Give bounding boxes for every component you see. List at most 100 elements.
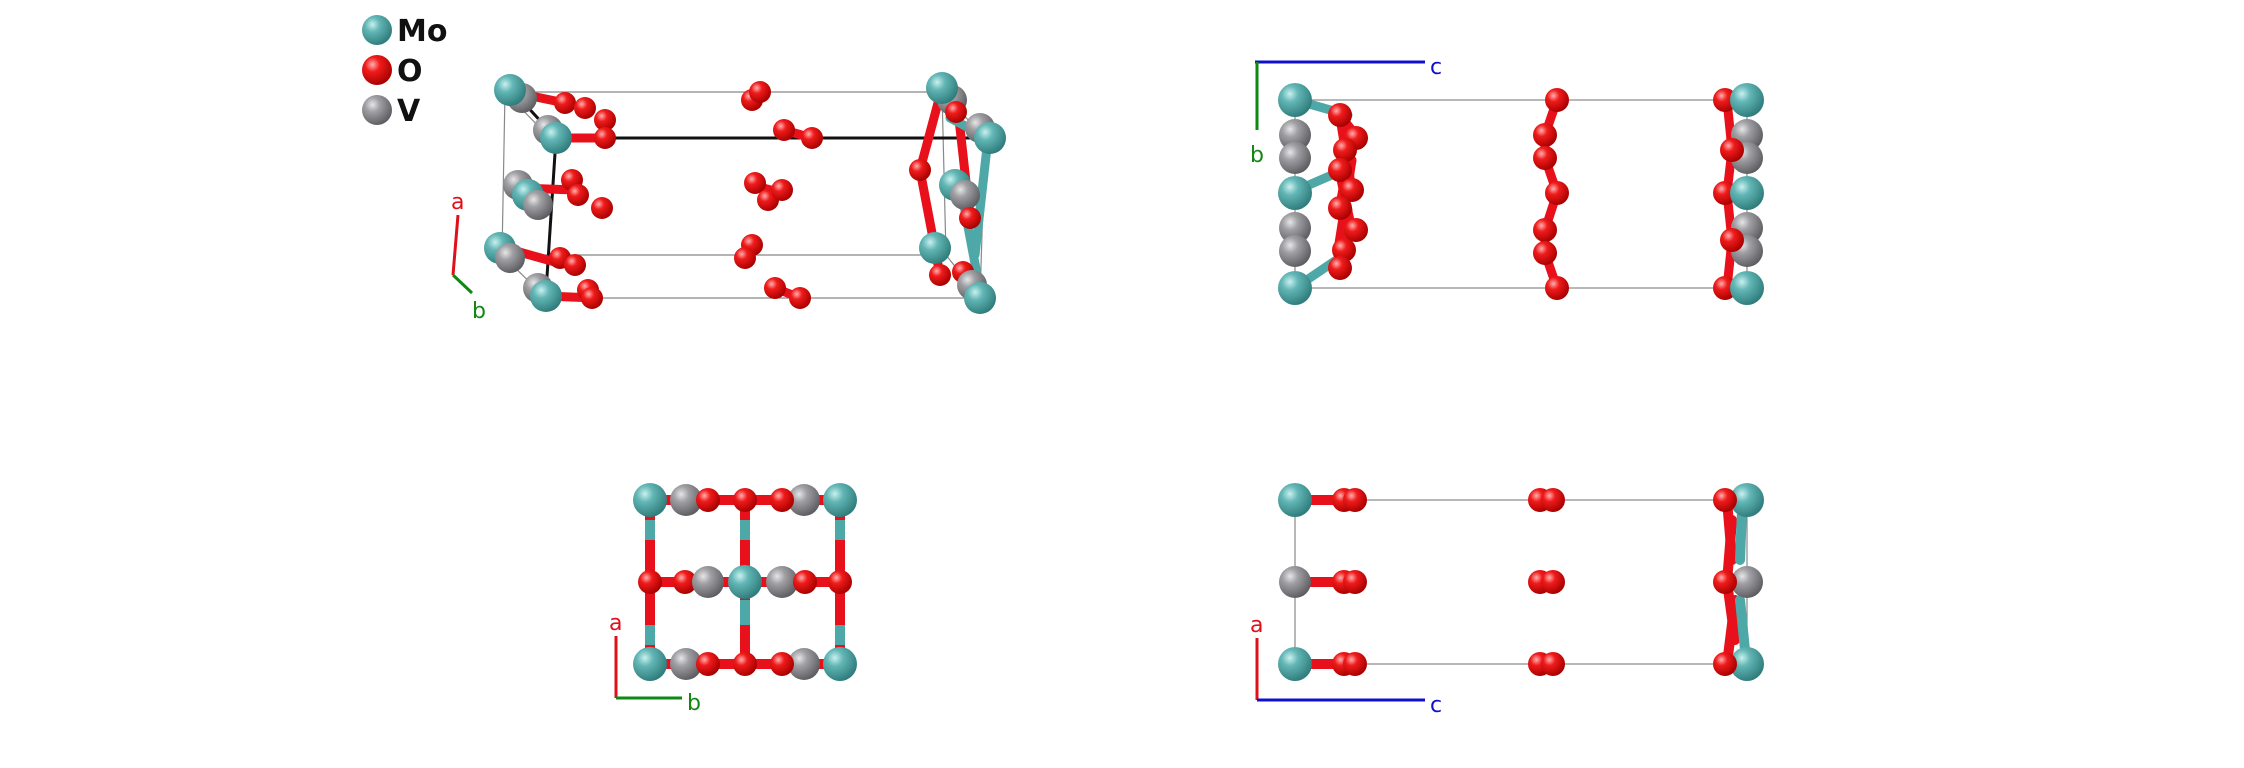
atoms-bc: [1278, 83, 1764, 305]
v-atom: [1279, 212, 1311, 244]
v-atom: [1279, 119, 1311, 151]
o-atom: [554, 92, 576, 114]
mo-atom: [1278, 647, 1312, 681]
legend-label-mo: Mo: [397, 14, 447, 49]
view-ac: a c: [1250, 483, 1764, 718]
legend-o-atom-icon: [362, 55, 392, 85]
o-atom: [594, 109, 616, 131]
v-atom: [950, 180, 980, 210]
mo-atom: [1278, 271, 1312, 305]
o-atom: [749, 81, 771, 103]
view-perspective: a b: [451, 72, 1006, 324]
legend-label-v: V: [397, 94, 421, 129]
o-atom: [770, 488, 794, 512]
o-atom: [1340, 178, 1364, 202]
o-atom: [734, 247, 756, 269]
o-atom: [1328, 256, 1352, 280]
v-atom: [766, 566, 798, 598]
o-atom: [1332, 238, 1356, 262]
mo-atom: [494, 74, 526, 106]
axis-triad-perspective: a b: [451, 190, 486, 324]
mo-atom: [823, 483, 857, 517]
mo-atom: [1730, 176, 1764, 210]
mo-atom: [540, 122, 572, 154]
v-atom: [1731, 566, 1763, 598]
o-atom: [1328, 158, 1352, 182]
o-atom: [1533, 241, 1557, 265]
legend-item-o: O: [362, 54, 423, 89]
o-atom: [1343, 570, 1367, 594]
o-atom: [696, 488, 720, 512]
v-atom: [670, 484, 702, 516]
axis-label-b: b: [472, 299, 486, 324]
mo-atom: [633, 647, 667, 681]
o-atom: [801, 127, 823, 149]
mo-atom: [728, 565, 762, 599]
o-atom: [793, 570, 817, 594]
v-atom: [495, 243, 525, 273]
view-ab: a b: [609, 483, 857, 716]
mo-atom: [1730, 483, 1764, 517]
legend-item-v: V: [362, 94, 421, 129]
o-atom: [1541, 570, 1565, 594]
o-atom: [909, 159, 931, 181]
o-atom: [1533, 218, 1557, 242]
o-atom: [574, 97, 596, 119]
axis-label-c: c: [1430, 55, 1442, 80]
legend-v-atom-icon: [362, 95, 392, 125]
axis-triad-ac: a c: [1250, 613, 1442, 718]
o-atom: [1343, 488, 1367, 512]
axis-label-a: a: [451, 190, 464, 215]
axis-label-b: b: [687, 691, 701, 716]
mo-atom: [1730, 647, 1764, 681]
o-atom: [773, 119, 795, 141]
o-atom: [1333, 138, 1357, 162]
mo-atom: [964, 282, 996, 314]
o-atom: [733, 488, 757, 512]
o-atom: [1713, 488, 1737, 512]
o-atom: [1328, 103, 1352, 127]
o-atom: [744, 172, 766, 194]
o-atom: [1545, 88, 1569, 112]
o-atom: [828, 570, 852, 594]
o-atom: [770, 652, 794, 676]
mo-atom: [974, 122, 1006, 154]
axis-label-b: b: [1250, 143, 1264, 168]
o-atom: [1533, 146, 1557, 170]
o-atom: [1720, 228, 1744, 252]
o-atom: [638, 570, 662, 594]
mo-atom: [1730, 271, 1764, 305]
axis-label-a: a: [1250, 613, 1263, 638]
o-atom: [764, 277, 786, 299]
axis-label-c: c: [1430, 693, 1442, 718]
o-atom: [1713, 276, 1737, 300]
mo-atom: [1278, 83, 1312, 117]
o-atom: [959, 207, 981, 229]
atoms-ab: [633, 483, 857, 681]
legend: Mo O V: [362, 14, 447, 129]
mo-atom: [1278, 176, 1312, 210]
o-atom: [1713, 570, 1737, 594]
o-atom: [564, 254, 586, 276]
o-atom: [1541, 652, 1565, 676]
mo-atom: [530, 280, 562, 312]
o-atom: [945, 101, 967, 123]
o-atom: [929, 264, 951, 286]
o-atom: [1344, 218, 1368, 242]
mo-atom: [926, 72, 958, 104]
view-bc: c b: [1250, 55, 1764, 305]
o-atom: [591, 197, 613, 219]
mo-atom: [1278, 483, 1312, 517]
v-atom: [670, 648, 702, 680]
o-atom: [1343, 652, 1367, 676]
axis-label-a: a: [609, 611, 622, 636]
v-atom: [1279, 566, 1311, 598]
mo-atom: [1730, 83, 1764, 117]
o-atom: [696, 652, 720, 676]
o-atom: [594, 127, 616, 149]
v-atom: [692, 566, 724, 598]
o-atom: [1541, 488, 1565, 512]
mo-atom: [919, 232, 951, 264]
axis-triad-bc: c b: [1250, 55, 1442, 168]
